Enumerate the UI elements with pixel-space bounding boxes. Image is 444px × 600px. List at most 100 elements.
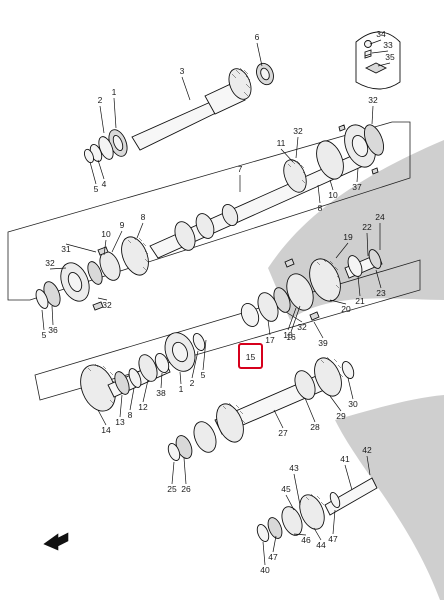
highlight-label: 15 [246,352,256,362]
callout-label-10[interactable]: 10 [328,190,338,200]
callout-label-29[interactable]: 29 [336,411,346,421]
circlip-5-left [35,289,49,309]
callout-leader-11 [280,148,294,163]
detent-spring-33 [364,49,372,59]
callout-label-5[interactable]: 5 [94,184,99,194]
callout-leader-17 [267,319,271,336]
input-shaft-assembly [84,62,274,164]
callout-label-10[interactable]: 10 [101,229,111,239]
callout-label-4[interactable]: 4 [102,179,107,189]
callout-label-35[interactable]: 35 [385,52,395,62]
callout-leader-43 [293,473,301,506]
callout-label-39[interactable]: 39 [318,338,328,348]
callout-label-28[interactable]: 28 [310,422,320,432]
key-37 [371,167,379,175]
callout-label-12[interactable]: 12 [138,402,148,412]
key-top [338,124,346,132]
callout-leader-31 [65,243,97,253]
callout-leader-37 [356,167,359,183]
callout-label-32[interactable]: 32 [102,300,112,310]
callout-label-46[interactable]: 46 [301,535,311,545]
callout-label-20[interactable]: 20 [341,304,351,314]
callout-label-3[interactable]: 3 [180,66,185,76]
callout-leader-32 [285,311,303,323]
idler-gear-46 [281,506,303,536]
callout-label-31[interactable]: 31 [61,244,71,254]
callout-label-7[interactable]: 7 [238,164,243,174]
callout-label-47[interactable]: 47 [328,534,338,544]
callout-leader-12 [142,379,149,403]
callout-label-21[interactable]: 21 [355,296,365,306]
callout-label-25[interactable]: 25 [167,484,177,494]
callout-label-41[interactable]: 41 [340,454,350,464]
needle-13 [114,371,130,395]
counter-gear-a [174,221,196,251]
gear-29-teeth [320,356,344,378]
callout-label-45[interactable]: 45 [281,484,291,494]
callout-label-40[interactable]: 40 [260,565,270,575]
callout-label-32[interactable]: 32 [297,322,307,332]
callout-leader-29 [329,395,342,412]
callout-label-23[interactable]: 23 [376,288,386,298]
callout-label-42[interactable]: 42 [362,445,372,455]
callout-label-11[interactable]: 11 [277,138,286,148]
gear-11 [283,159,307,193]
callout-label-44[interactable]: 44 [316,540,326,550]
callout-label-9[interactable]: 9 [120,220,125,230]
callout-label-14[interactable]: 14 [101,425,111,435]
callout-leader-14 [97,409,107,426]
callout-label-2[interactable]: 2 [98,95,103,105]
gear-29 [314,357,342,397]
callout-leader-8 [317,184,321,204]
callout-label-22[interactable]: 22 [362,222,372,232]
callout-label-27[interactable]: 27 [278,428,288,438]
callout-label-30[interactable]: 30 [348,399,358,409]
callout-label-1[interactable]: 1 [179,384,184,394]
callout-label-33[interactable]: 33 [383,40,393,50]
bearing-23 [368,249,382,269]
callout-label-34[interactable]: 34 [376,29,386,39]
gear-14 [80,364,116,412]
callout-leader-16 [290,305,301,333]
callout-leader-1 [113,97,117,129]
callout-leader-28 [304,397,316,423]
callout-label-8[interactable]: 8 [128,410,133,420]
callout-leader-36 [51,305,54,326]
callout-label-17[interactable]: 17 [265,335,275,345]
callout-label-5[interactable]: 5 [42,330,47,340]
callout-leader-10 [103,239,107,256]
washer-43 [267,517,283,539]
highlight-callout[interactable]: 15 [238,343,263,369]
callout-leader-46 [293,533,307,536]
callout-label-26[interactable]: 26 [181,484,191,494]
callout-label-24[interactable]: 24 [375,212,385,222]
gear-17 [257,292,279,322]
callout-label-37[interactable]: 37 [352,182,362,192]
bearing-1-low-bore [172,341,188,363]
reverse-gear-a [216,403,244,443]
callout-label-43[interactable]: 43 [289,463,299,473]
callout-label-16[interactable]: 16 [286,332,296,342]
bearing-1-inner [112,134,124,152]
callout-label-2[interactable]: 2 [190,378,195,388]
gear-8-teeth [127,236,149,271]
callout-label-5[interactable]: 5 [201,370,206,380]
callout-leader-5 [89,161,97,185]
callout-label-1[interactable]: 1 [112,87,117,97]
callout-leader-45 [285,494,295,511]
callout-label-8[interactable]: 8 [318,203,323,213]
callout-label-32[interactable]: 32 [368,95,378,105]
callout-label-6[interactable]: 6 [255,32,260,42]
callout-leader-10 [329,179,334,191]
callout-label-18[interactable]: 18 [283,330,293,340]
callout-label-8[interactable]: 8 [141,212,146,222]
callout-label-13[interactable]: 13 [115,417,125,427]
callout-label-36[interactable]: 36 [48,325,58,335]
callout-leader-20 [329,299,347,305]
callout-label-19[interactable]: 19 [343,232,353,242]
callout-label-32[interactable]: 32 [293,126,303,136]
callout-label-32[interactable]: 32 [45,258,55,268]
callout-label-38[interactable]: 38 [156,388,166,398]
callout-label-47[interactable]: 47 [268,552,278,562]
